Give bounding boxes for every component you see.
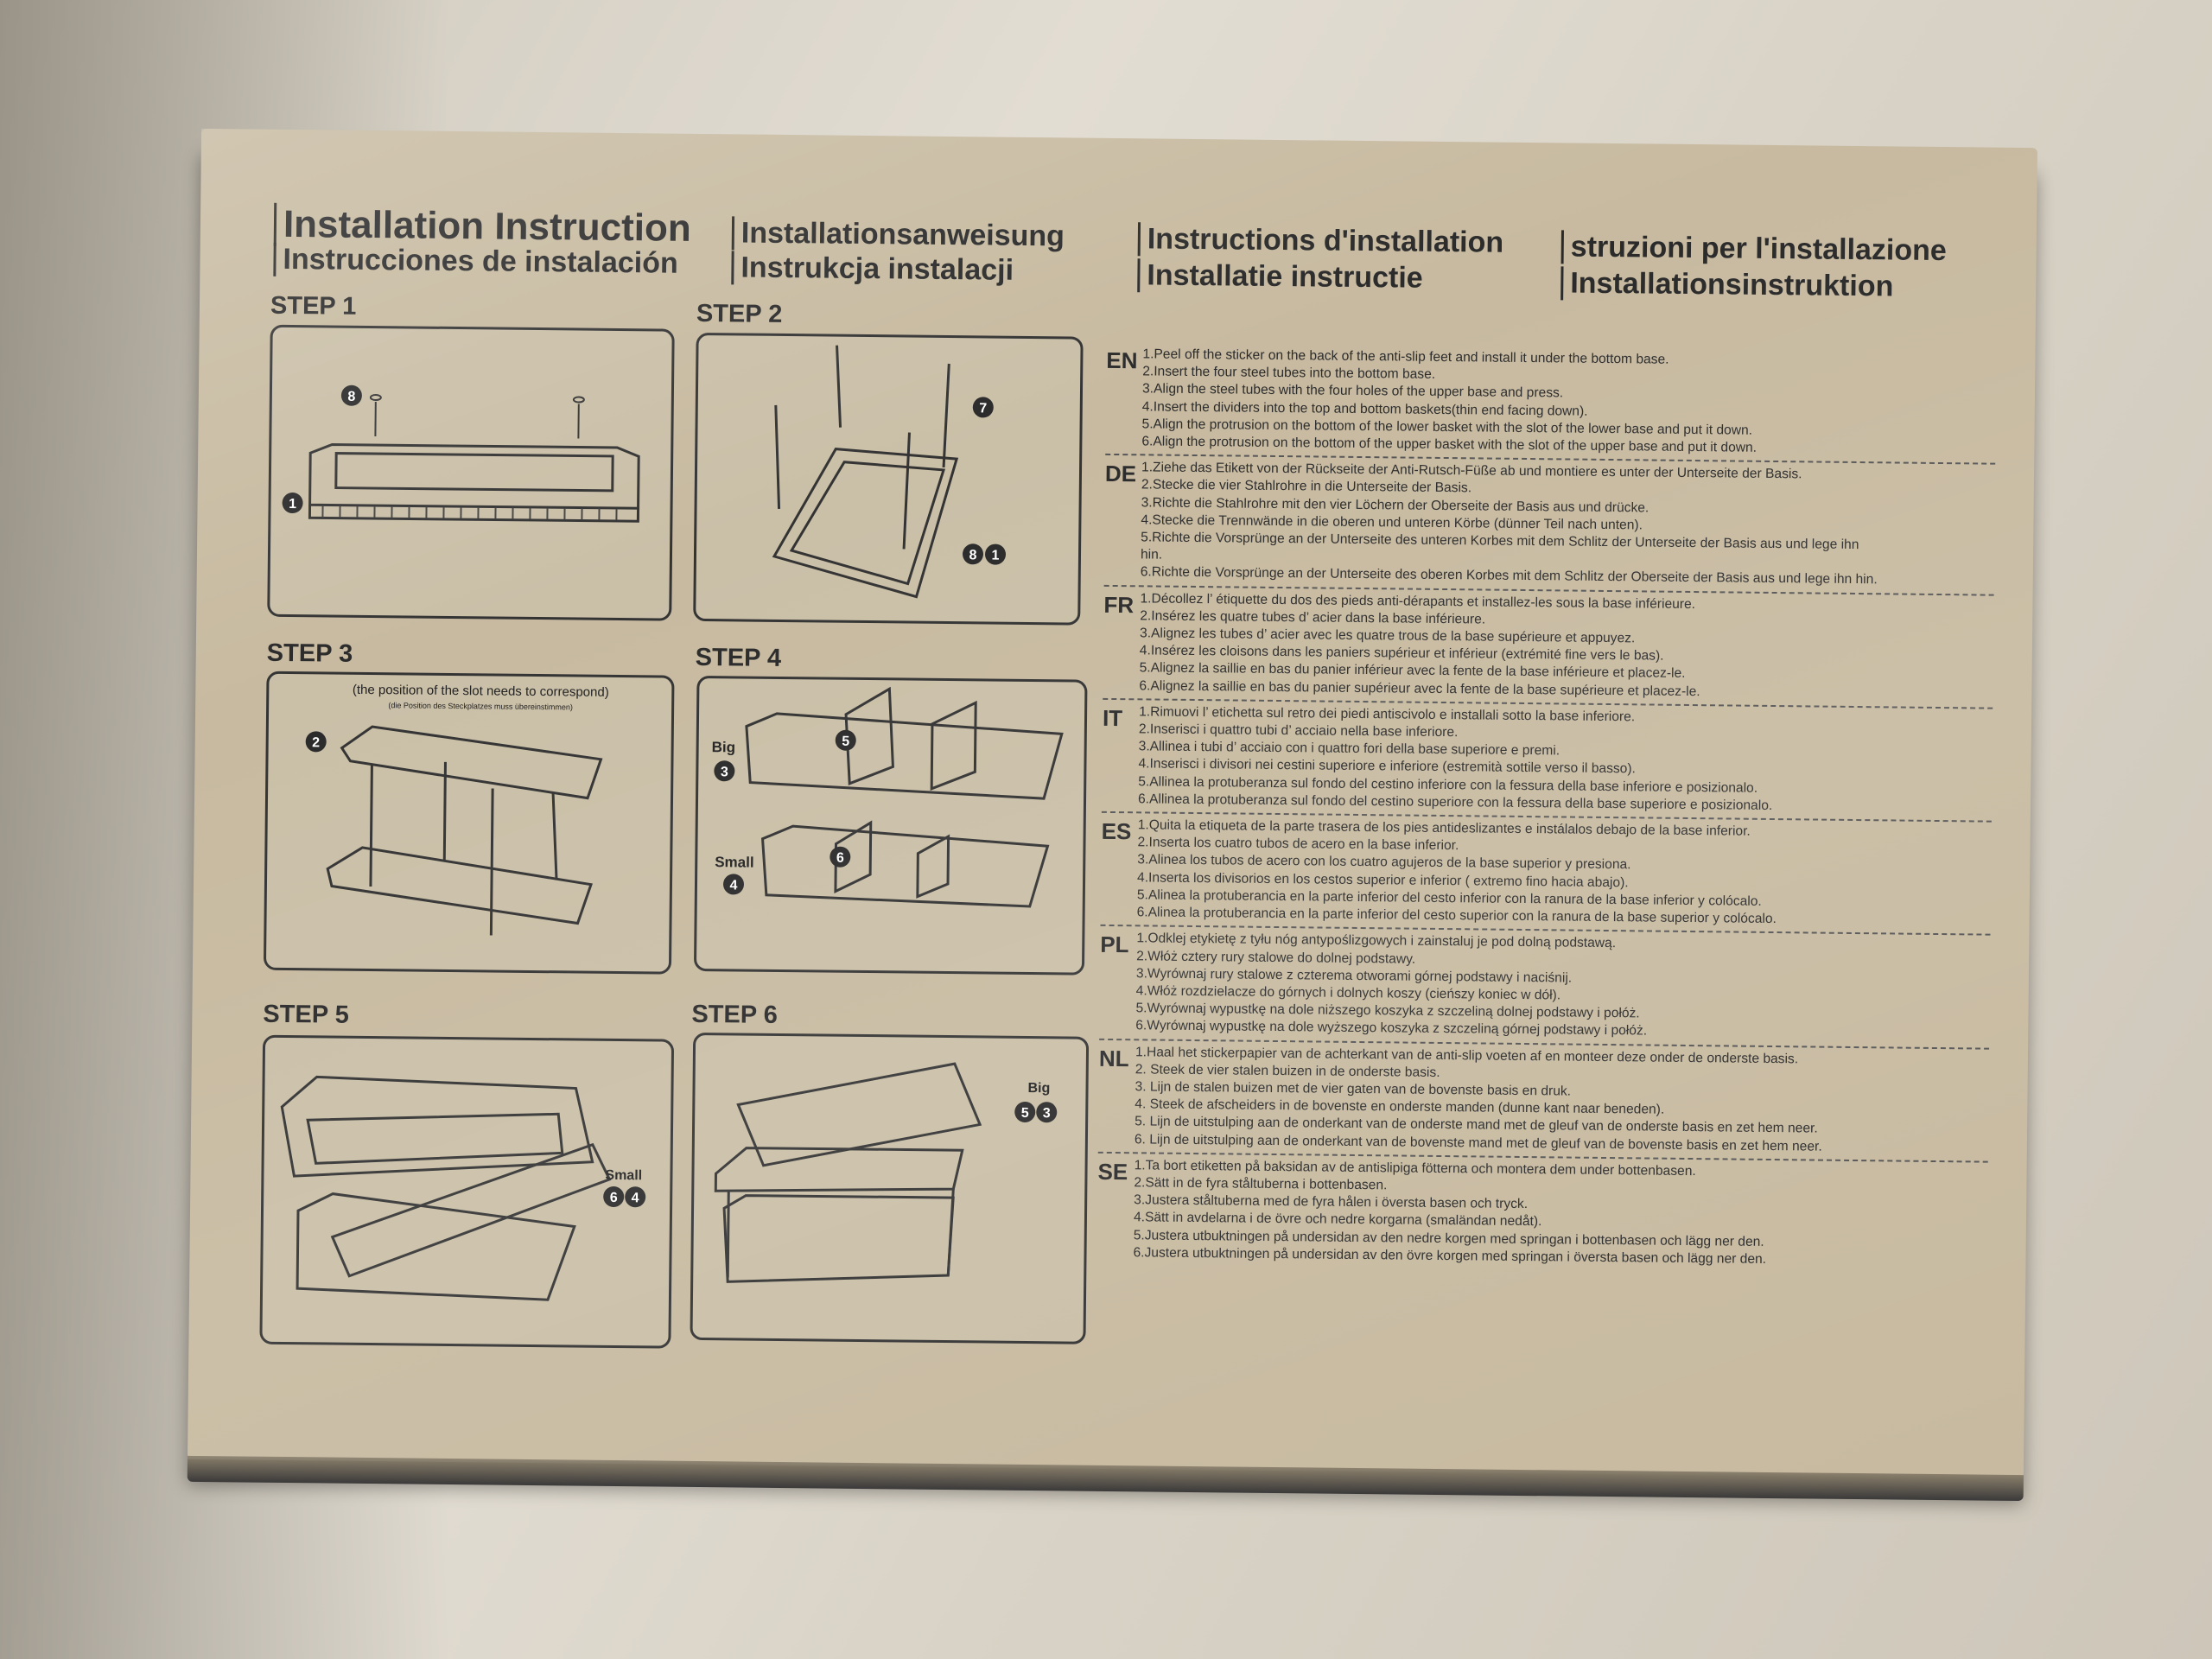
step-4-number-3: 3 xyxy=(721,765,728,779)
language-code: ES xyxy=(1101,817,1132,845)
language-code: FR xyxy=(1103,591,1135,618)
language-code: DE xyxy=(1104,461,1137,487)
step-5-small-label: Small xyxy=(605,1168,642,1183)
step-2-number-1: 1 xyxy=(991,549,999,563)
step-4-diagram: Big 3 Small 4 5 6 xyxy=(693,675,1088,976)
title-nl: Installatie instructie xyxy=(1137,258,1423,296)
step-1-number-8: 8 xyxy=(347,390,355,404)
step-3-note: (the position of the slot needs to corre… xyxy=(353,683,609,700)
step-2-diagram: 7 8 1 xyxy=(693,332,1084,626)
step-4-number-4: 4 xyxy=(729,878,737,893)
language-code: EN xyxy=(1106,346,1138,374)
step-2-number-8: 8 xyxy=(969,548,976,563)
language-code: NL xyxy=(1098,1045,1129,1071)
step-3-number-2: 2 xyxy=(312,735,320,750)
step-6-number-5: 5 xyxy=(1021,1106,1029,1121)
step-1-diagram: 8 1 xyxy=(267,324,675,621)
step-1-label: STEP 1 xyxy=(270,291,357,321)
title-se: Installationsinstruktion xyxy=(1560,266,1894,304)
step-5-label: STEP 5 xyxy=(263,1000,349,1029)
step-5-diagram: Small 6 4 xyxy=(259,1034,675,1349)
title-pl: Instrukcja instalacji xyxy=(731,251,1014,288)
step-1-number-1: 1 xyxy=(289,497,296,512)
product-box: Installation Instruction Installationsan… xyxy=(187,128,2038,1502)
step-6-diagram: Big 5 3 xyxy=(690,1032,1090,1344)
step-3-note-de: (die Position des Steckplatzes muss über… xyxy=(388,701,573,711)
step-6-big-label: Big xyxy=(1027,1081,1050,1096)
step-4-number-5: 5 xyxy=(842,734,849,749)
step-3-label: STEP 3 xyxy=(266,639,353,668)
language-code: PL xyxy=(1100,931,1129,958)
step-4-small-label: Small xyxy=(715,854,754,870)
language-code: IT xyxy=(1102,704,1123,731)
title-block: Installation Instruction Installationsan… xyxy=(273,202,1967,304)
step-4-big-label: Big xyxy=(712,739,736,755)
step-4-number-6: 6 xyxy=(836,851,844,866)
step-5-number-4: 4 xyxy=(632,1191,639,1205)
step-4-label: STEP 4 xyxy=(695,643,782,672)
step-2-number-7: 7 xyxy=(979,401,987,416)
step-5-number-6: 6 xyxy=(610,1191,618,1205)
step-2-label: STEP 2 xyxy=(696,299,783,328)
step-3-diagram: (the position of the slot needs to corre… xyxy=(263,671,675,975)
title-es: Instrucciones de instalación xyxy=(273,242,678,281)
step-6-label: STEP 6 xyxy=(691,1000,778,1029)
language-code: SE xyxy=(1097,1158,1128,1185)
step-6-number-3: 3 xyxy=(1043,1106,1051,1121)
